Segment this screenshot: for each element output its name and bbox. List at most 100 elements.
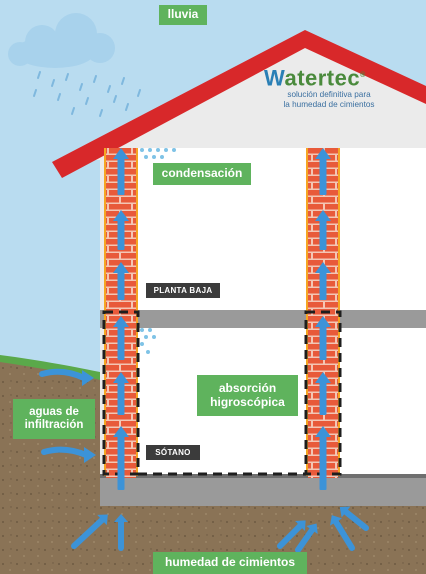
- label-hygroscopic: absorción higroscópica: [197, 375, 298, 416]
- brand-initial: W: [264, 65, 285, 91]
- ground-arrow-shaft: [343, 509, 369, 531]
- condensation-drop: [148, 328, 152, 332]
- brand-name: Watertec®: [264, 64, 394, 90]
- raindrop: [113, 95, 117, 103]
- watertec-logo: Watertec® solución definitiva para la hu…: [264, 64, 394, 110]
- arrow-head: [113, 262, 129, 273]
- raindrop: [57, 93, 61, 101]
- label-hygroscopic-line2: higroscópica: [210, 394, 285, 409]
- condensation-drop: [152, 155, 156, 159]
- ground-arrow-shaft: [295, 527, 315, 553]
- arrow-shaft: [319, 157, 327, 195]
- arrow-head: [315, 316, 331, 327]
- condensation-drop: [152, 335, 156, 339]
- ground-arrow-shaft: [71, 517, 105, 549]
- up-arrow: [315, 426, 331, 490]
- arrow-head: [315, 148, 331, 159]
- ground-arrow-head: [114, 514, 128, 522]
- up-arrow: [113, 148, 129, 195]
- label-infiltration-line2: infiltración: [24, 419, 84, 431]
- up-arrow: [113, 426, 129, 490]
- soil-left: [0, 362, 100, 574]
- label-condensation: condensación: [153, 163, 251, 185]
- floor-slab: [100, 310, 426, 328]
- right-room-lower: [340, 328, 426, 474]
- side-arrow-head: [84, 447, 96, 463]
- label-foundation-damp: humedad de cimientos: [153, 552, 307, 574]
- arrow-shaft: [117, 325, 125, 360]
- arrow-head: [113, 210, 129, 221]
- raindrop: [33, 89, 37, 97]
- ground-arrows: [71, 506, 369, 553]
- condensation-drop: [140, 342, 144, 346]
- right-room-upper: [340, 148, 426, 312]
- label-rain: lluvia: [159, 5, 207, 25]
- arrow-shaft: [117, 219, 125, 250]
- raindrop: [51, 79, 55, 87]
- arrow-shaft: [319, 435, 327, 490]
- capillary-arrows: [113, 148, 331, 490]
- arrow-shaft: [117, 157, 125, 195]
- up-arrow: [315, 372, 331, 415]
- label-infiltration-line1: aguas de: [29, 405, 79, 418]
- side-arrow-shaft: [41, 446, 89, 458]
- raindrop: [65, 73, 69, 81]
- up-arrow: [113, 316, 129, 360]
- raindrop: [125, 103, 129, 111]
- arrow-head: [113, 316, 129, 327]
- raindrop: [79, 83, 83, 91]
- side-arrow-head: [82, 370, 94, 386]
- condensation-drop: [140, 148, 144, 152]
- raindrop: [99, 109, 103, 117]
- condensation-drop: [172, 148, 176, 152]
- registered-mark: ®: [360, 72, 366, 79]
- ground-arrow-head: [306, 523, 318, 535]
- arrow-head: [113, 148, 129, 159]
- arrow-shaft: [319, 219, 327, 250]
- label-hygroscopic-line1: absorción: [218, 380, 277, 395]
- raindrop: [107, 85, 111, 93]
- condensation-drop: [156, 148, 160, 152]
- infiltration-arrows: [39, 368, 96, 463]
- arrow-shaft: [117, 435, 125, 490]
- ground-arrow-shaft: [277, 523, 303, 549]
- up-arrow: [113, 262, 129, 300]
- condensation-drop: [144, 155, 148, 159]
- roof: [52, 30, 426, 178]
- ground-arrow-head: [339, 506, 351, 518]
- raindrop: [121, 77, 125, 85]
- brand-tagline-1: solución definitiva para: [287, 90, 371, 100]
- arrow-head: [315, 426, 331, 437]
- label-infiltration: aguas de infiltración: [13, 399, 95, 439]
- brand-name-rest: atertec: [284, 65, 361, 91]
- ground-arrow-head: [330, 515, 342, 526]
- condensation-drop: [146, 350, 150, 354]
- condensation-drop: [140, 328, 144, 332]
- arrow-shaft: [319, 381, 327, 415]
- condensation-drop: [160, 155, 164, 159]
- arrow-shaft: [319, 271, 327, 300]
- condensation-drops: [140, 148, 176, 354]
- label-ground-floor: PLANTA BAJA: [146, 283, 220, 298]
- up-arrow: [315, 262, 331, 300]
- arrow-head: [315, 372, 331, 383]
- condensation-drop: [164, 148, 168, 152]
- arrow-shaft: [117, 381, 125, 415]
- raindrop: [93, 75, 97, 83]
- up-arrow: [315, 316, 331, 360]
- up-arrow: [315, 210, 331, 250]
- arrow-head: [315, 210, 331, 221]
- arrow-shaft: [117, 271, 125, 300]
- condensation-drop: [144, 335, 148, 339]
- up-arrow: [113, 210, 129, 250]
- arrow-shaft: [319, 325, 327, 360]
- arrow-head: [315, 262, 331, 273]
- raindrop: [85, 97, 89, 105]
- label-basement: SÓTANO: [146, 445, 200, 460]
- condensation-drop: [148, 148, 152, 152]
- up-arrow: [113, 372, 129, 415]
- raindrop: [71, 107, 75, 115]
- raindrop: [137, 89, 141, 97]
- brand-tagline-2: la humedad de cimientos: [283, 100, 375, 110]
